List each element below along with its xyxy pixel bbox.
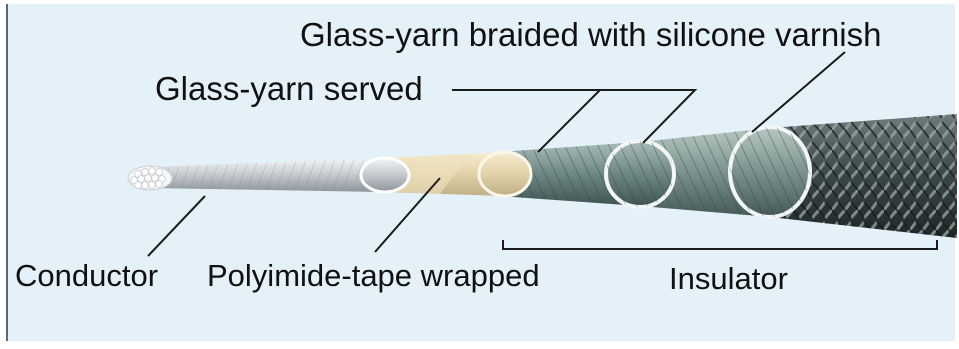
insulator-bracket (503, 240, 937, 249)
conductor-strands (128, 158, 409, 192)
leader-served-2 (538, 90, 600, 152)
label-glass-yarn-served: Glass-yarn served (155, 72, 423, 105)
label-glass-yarn-braided: Glass-yarn braided with silicone varnish (300, 18, 881, 51)
label-insulator: Insulator (669, 263, 788, 294)
label-conductor: Conductor (15, 260, 158, 291)
leader-braided (752, 52, 845, 132)
leader-conductor (148, 196, 205, 256)
label-polyimide-tape: Polyimide-tape wrapped (207, 260, 540, 291)
